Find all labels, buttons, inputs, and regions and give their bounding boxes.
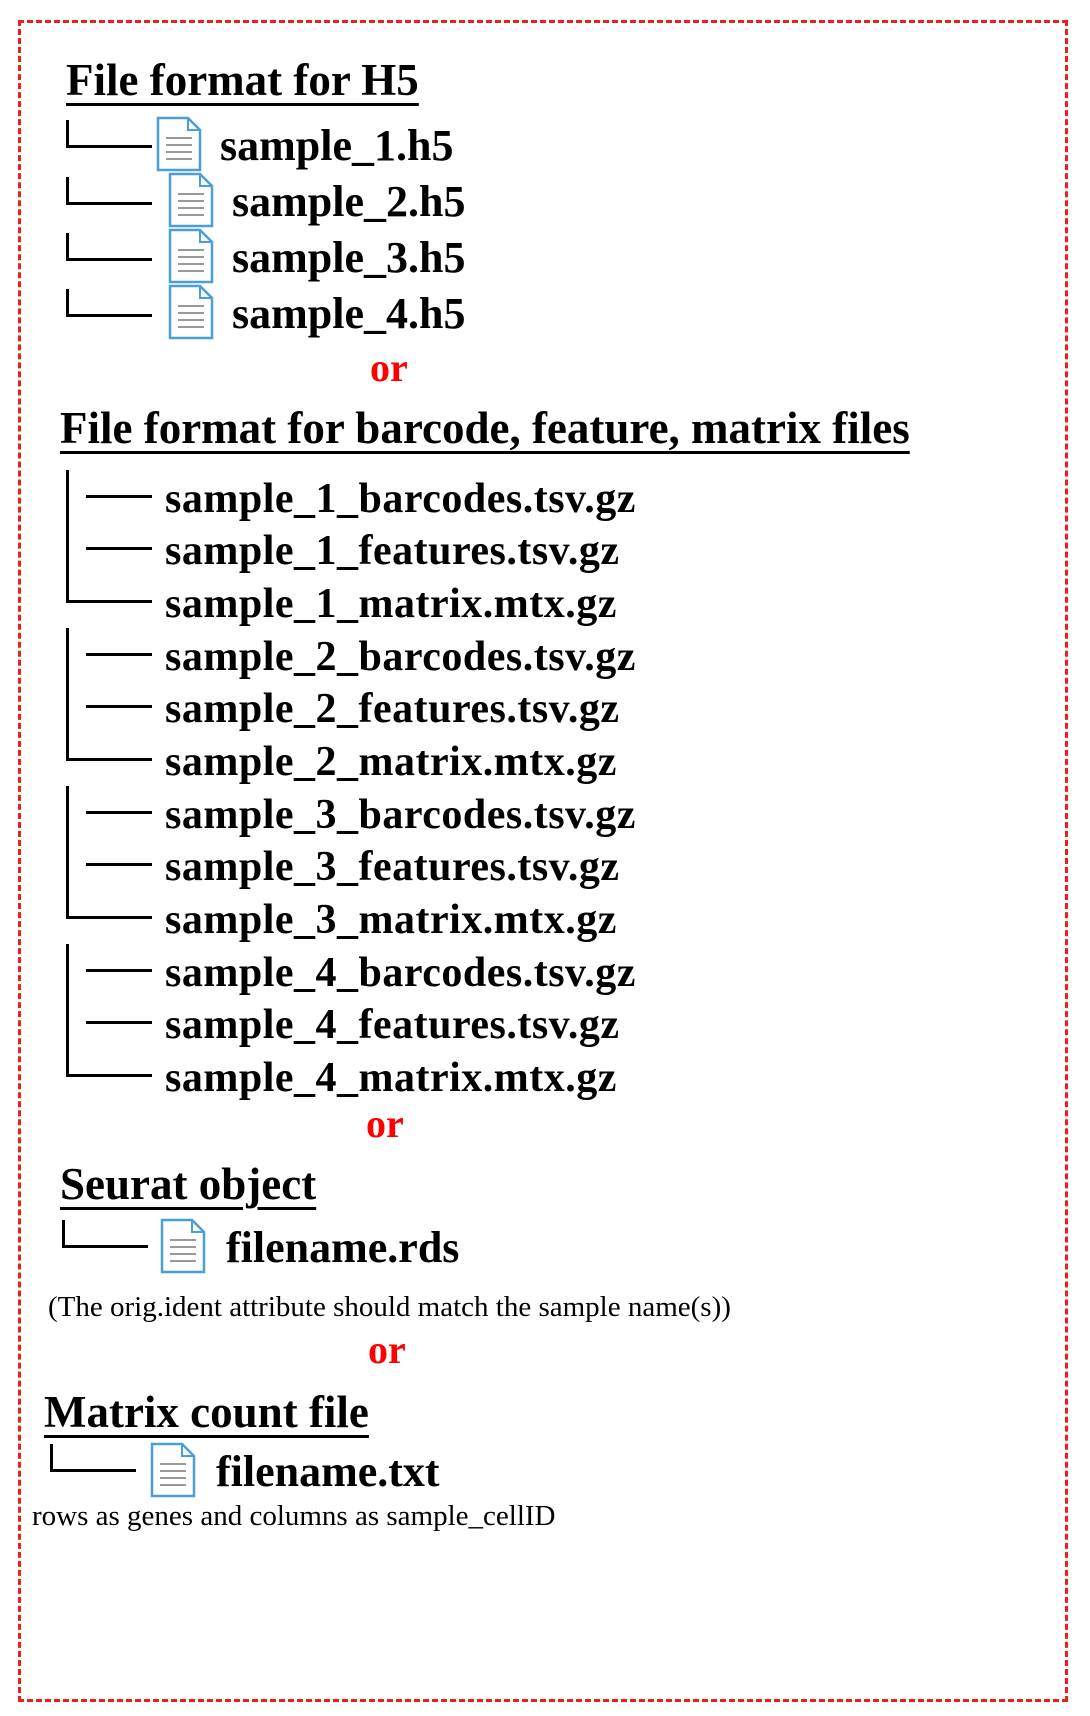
seurat-branch <box>62 1220 65 1248</box>
mtx-branch <box>86 653 152 656</box>
document-icon <box>160 1218 206 1274</box>
mtx-file: sample_3_barcodes.tsv.gz <box>165 792 636 838</box>
mtx-branch <box>86 495 152 498</box>
document-icon <box>150 1442 196 1498</box>
h5-branch-1-h <box>66 145 152 148</box>
mtx-branch <box>86 863 152 866</box>
mtx-branch <box>86 1021 152 1024</box>
matrix-count-file: filename.txt <box>216 1447 440 1496</box>
mtx-file: sample_4_barcodes.tsv.gz <box>165 950 636 996</box>
mtx-branch <box>86 705 152 708</box>
h5-branch-4 <box>66 289 69 317</box>
seurat-heading: Seurat object <box>60 1159 317 1209</box>
or-separator-1: or <box>370 345 408 390</box>
or-separator-2: or <box>366 1101 404 1146</box>
seurat-branch-h <box>62 1245 148 1248</box>
h5-heading: File format for H5 <box>66 55 419 105</box>
h5-branch-3 <box>66 233 69 261</box>
mtx-branch <box>86 811 152 814</box>
mtx-group-1-trunk <box>66 470 69 602</box>
h5-branch-3-h <box>66 258 152 261</box>
h5-file-4: sample_4.h5 <box>232 289 466 338</box>
dashed-frame <box>18 20 1068 1702</box>
h5-branch-1 <box>66 120 69 148</box>
h5-file-2: sample_2.h5 <box>232 177 466 226</box>
mtx-group-4-trunk <box>66 944 69 1076</box>
mtx-group-2-trunk <box>66 628 69 760</box>
mtx-branch <box>86 969 152 972</box>
mtx-branch <box>86 547 152 550</box>
mtx-branch <box>66 1074 152 1077</box>
mtx-file: sample_4_features.tsv.gz <box>165 1002 620 1048</box>
mtx-file: sample_1_features.tsv.gz <box>165 528 620 574</box>
mtx-file: sample_1_matrix.mtx.gz <box>165 581 617 627</box>
mtx-branch <box>66 758 152 761</box>
mtx-file: sample_1_barcodes.tsv.gz <box>165 476 636 522</box>
matrix-count-heading: Matrix count file <box>44 1387 369 1437</box>
mtx-file: sample_3_features.tsv.gz <box>165 844 620 890</box>
or-separator-3: or <box>368 1327 406 1372</box>
mtx-heading: File format for barcode, feature, matrix… <box>60 403 910 453</box>
mtx-file: sample_2_features.tsv.gz <box>165 686 620 732</box>
matrix-count-note: rows as genes and columns as sample_cell… <box>32 1500 556 1532</box>
mtx-file: sample_3_matrix.mtx.gz <box>165 897 617 943</box>
document-icon <box>168 284 214 340</box>
document-icon <box>168 172 214 228</box>
h5-file-1: sample_1.h5 <box>220 121 454 170</box>
h5-branch-4-h <box>66 314 152 317</box>
document-icon <box>156 116 202 172</box>
mtx-file: sample_4_matrix.mtx.gz <box>165 1055 617 1101</box>
document-icon <box>168 228 214 284</box>
matrix-count-branch <box>50 1444 53 1472</box>
seurat-note: (The orig.ident attribute should match t… <box>48 1291 731 1323</box>
matrix-count-branch-h <box>50 1469 136 1472</box>
h5-branch-2 <box>66 177 69 205</box>
mtx-file: sample_2_matrix.mtx.gz <box>165 739 617 785</box>
mtx-branch <box>66 916 152 919</box>
mtx-file: sample_2_barcodes.tsv.gz <box>165 634 636 680</box>
h5-branch-2-h <box>66 202 152 205</box>
mtx-group-3-trunk <box>66 786 69 918</box>
seurat-file: filename.rds <box>226 1223 460 1272</box>
h5-file-3: sample_3.h5 <box>232 233 466 282</box>
mtx-branch <box>66 600 152 603</box>
